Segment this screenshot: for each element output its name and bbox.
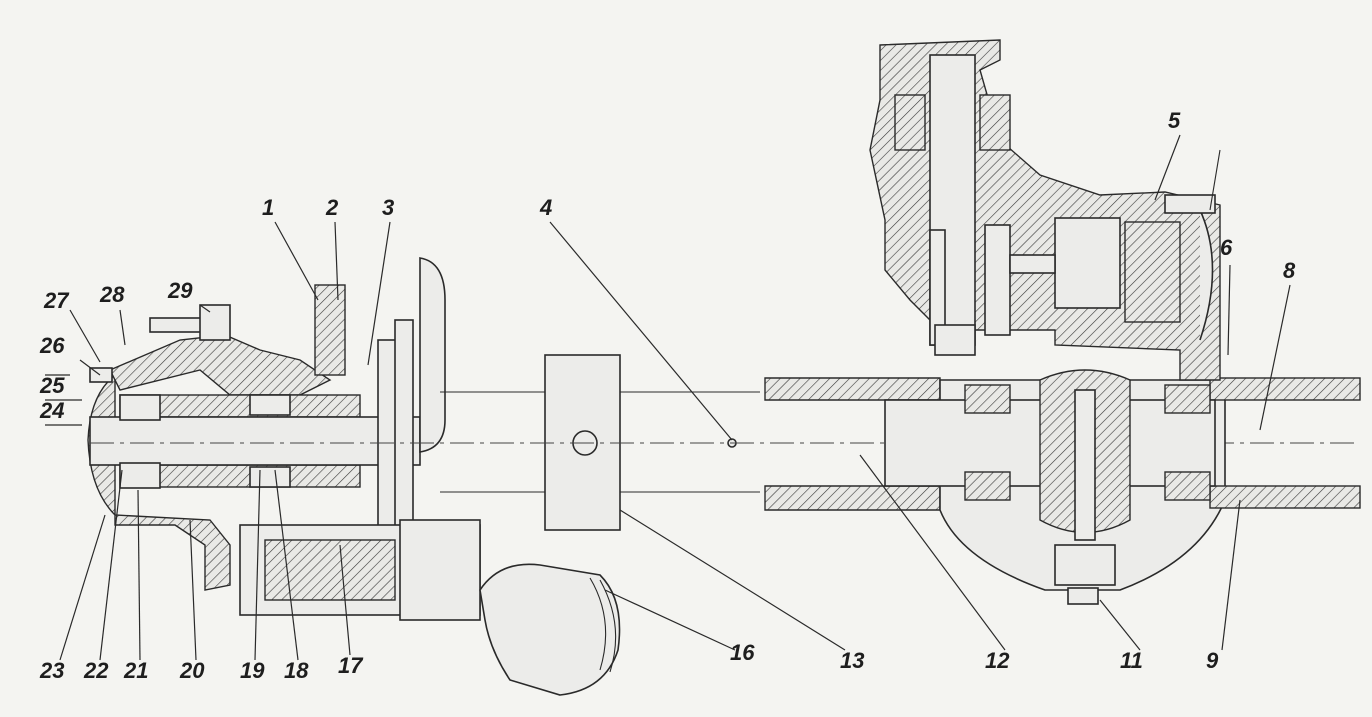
- label-18: 18: [284, 658, 309, 683]
- callout-labels: 1 2 3 4 5 6 8 9 11 12 13 16 17 18 19 20 …: [39, 108, 1296, 683]
- label-4: 4: [539, 195, 552, 220]
- label-22: 22: [83, 658, 109, 683]
- label-13: 13: [840, 648, 864, 673]
- wheel-hub: [87, 284, 421, 591]
- label-2: 2: [325, 195, 339, 220]
- label-26: 26: [39, 333, 65, 358]
- label-29: 29: [167, 278, 193, 303]
- label-9: 9: [1206, 648, 1219, 673]
- label-16: 16: [730, 640, 755, 665]
- label-8: 8: [1283, 258, 1296, 283]
- label-20: 20: [179, 658, 205, 683]
- label-24: 24: [39, 398, 64, 423]
- pinion-housing: [869, 39, 1221, 381]
- label-23: 23: [39, 658, 64, 683]
- label-19: 19: [240, 658, 265, 683]
- label-21: 21: [123, 658, 148, 683]
- label-1: 1: [262, 195, 274, 220]
- axle-center: [90, 354, 1360, 531]
- label-12: 12: [985, 648, 1010, 673]
- label-25: 25: [39, 373, 65, 398]
- label-28: 28: [99, 282, 125, 307]
- label-17: 17: [338, 653, 364, 678]
- brake-drum: [377, 257, 446, 551]
- label-11: 11: [1120, 648, 1143, 673]
- label-27: 27: [43, 288, 70, 313]
- label-6: 6: [1220, 235, 1233, 260]
- label-3: 3: [382, 195, 394, 220]
- differential-housing: [764, 369, 1361, 605]
- brake-chamber: [239, 519, 621, 696]
- label-5: 5: [1168, 108, 1181, 133]
- leader-lines: [45, 134, 1291, 661]
